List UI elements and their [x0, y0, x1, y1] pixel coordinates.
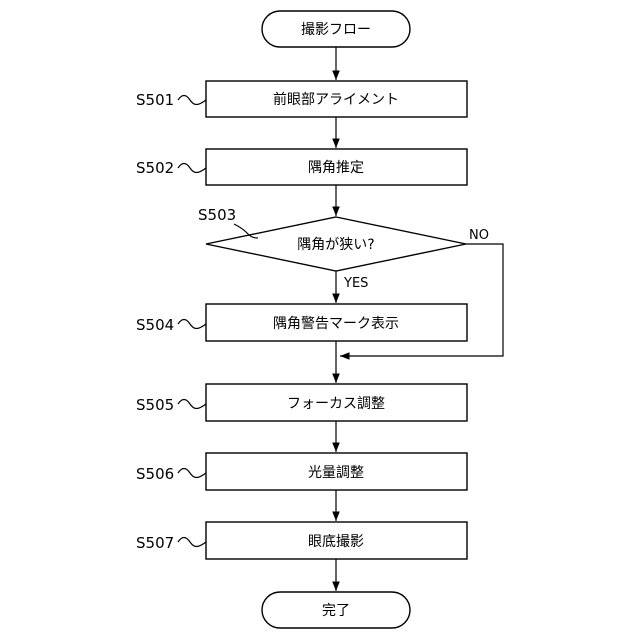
no-label: NO [469, 228, 489, 243]
step-label-s501: S501 [136, 91, 174, 109]
leader-s501 [178, 96, 206, 105]
leader-s506 [178, 469, 206, 478]
step-label-s506: S506 [136, 465, 174, 483]
start-label: 撮影フロー [301, 21, 371, 38]
process-s502-label: 隅角推定 [308, 160, 364, 176]
end-label: 完了 [322, 603, 350, 619]
process-s507-label: 眼底撮影 [308, 533, 364, 550]
step-label-s505: S505 [136, 396, 174, 414]
leader-s505 [178, 400, 206, 409]
step-label-s502: S502 [136, 159, 174, 177]
step-label-s507: S507 [136, 534, 174, 552]
leader-s507 [178, 538, 206, 547]
step-label-s503: S503 [198, 206, 236, 224]
yes-label: YES [343, 276, 368, 291]
leader-s504 [178, 320, 206, 329]
process-s505-label: フォーカス調整 [287, 396, 385, 412]
step-label-s504: S504 [136, 316, 174, 334]
leader-s502 [178, 164, 206, 173]
decision-s503-label: 隅角が狭い? [297, 237, 374, 253]
process-s501-label: 前眼部アライメント [273, 91, 399, 108]
process-s504-label: 隅角警告マーク表示 [273, 316, 399, 332]
process-s506-label: 光量調整 [308, 465, 364, 481]
